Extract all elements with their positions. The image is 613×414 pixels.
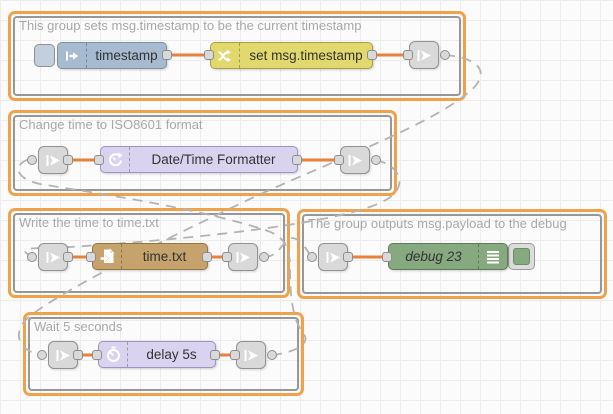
link-out-port[interactable] xyxy=(440,50,450,60)
file-write-node[interactable]: time.txt xyxy=(92,243,208,270)
output-port[interactable] xyxy=(73,350,83,360)
link-out-port[interactable] xyxy=(259,252,269,262)
node-label: debug 23 xyxy=(405,249,462,264)
group-inner-border xyxy=(13,115,392,191)
change-node[interactable]: set msg.timestamp xyxy=(210,42,373,69)
link-out-port[interactable] xyxy=(371,155,381,165)
link-wire[interactable] xyxy=(263,237,313,258)
debug-toggle-inner xyxy=(513,248,530,265)
link-in-port[interactable] xyxy=(307,252,317,262)
group-title: Write the time to time.txt xyxy=(19,215,159,230)
group-inner-border xyxy=(302,214,602,294)
node-label: set msg.timestamp xyxy=(249,48,363,63)
group-title: This group sets msg.timestamp to be the … xyxy=(19,18,362,33)
input-port[interactable] xyxy=(94,155,104,165)
link-arrow-icon xyxy=(236,251,250,263)
link-out-node[interactable] xyxy=(340,146,370,174)
input-port[interactable] xyxy=(230,350,240,360)
group-debug-output[interactable]: The group outputs msg.payload to the deb… xyxy=(297,209,607,299)
input-port[interactable] xyxy=(204,50,214,60)
group-inner-border xyxy=(13,213,285,293)
file-out-icon xyxy=(93,244,122,269)
link-out-node[interactable] xyxy=(409,41,439,69)
link-in-port[interactable] xyxy=(27,155,37,165)
input-port[interactable] xyxy=(334,155,344,165)
link-arrow-icon xyxy=(46,154,60,166)
output-port[interactable] xyxy=(210,350,220,360)
datetime-formatter-node[interactable]: Date/Time Formatter xyxy=(100,146,298,173)
shuffle-icon xyxy=(211,43,240,68)
link-in-port[interactable] xyxy=(27,252,37,262)
timer-icon xyxy=(99,342,128,367)
link-in-port[interactable] xyxy=(37,350,47,360)
group-title: The group outputs msg.payload to the deb… xyxy=(308,216,567,231)
node-label: delay 5s xyxy=(146,347,197,362)
group-set-timestamp[interactable]: This group sets msg.timestamp to be the … xyxy=(8,11,466,101)
group-inner-border xyxy=(13,16,461,96)
group-title: Change time to ISO8601 format xyxy=(19,117,203,132)
output-port[interactable] xyxy=(63,252,73,262)
input-port[interactable] xyxy=(222,252,232,262)
group-wait[interactable]: Wait 5 seconds xyxy=(23,312,304,396)
clock-icon xyxy=(101,147,130,172)
delay-node[interactable]: delay 5s xyxy=(98,341,216,368)
debug-toggle-button[interactable] xyxy=(508,243,535,270)
group-iso-format[interactable]: Change time to ISO8601 format xyxy=(8,110,397,196)
input-port[interactable] xyxy=(403,50,413,60)
link-wire[interactable] xyxy=(17,54,482,356)
output-port[interactable] xyxy=(63,155,73,165)
inject-trigger-button[interactable] xyxy=(34,44,55,67)
debug-node[interactable]: debug 23 xyxy=(388,243,508,270)
link-arrow-icon xyxy=(46,251,60,263)
node-label: time.txt xyxy=(142,249,187,264)
link-out-node[interactable] xyxy=(228,243,258,271)
output-port[interactable] xyxy=(343,252,353,262)
link-arrow-icon xyxy=(56,349,70,361)
output-port[interactable] xyxy=(292,155,302,165)
input-port[interactable] xyxy=(86,252,96,262)
link-arrow-icon xyxy=(417,49,431,61)
output-port[interactable] xyxy=(202,252,212,262)
link-out-node[interactable] xyxy=(236,341,266,369)
inject-node[interactable]: timestamp xyxy=(57,42,167,69)
node-label: timestamp xyxy=(95,48,158,63)
group-title: Wait 5 seconds xyxy=(34,319,123,334)
input-port[interactable] xyxy=(382,252,392,262)
inject-arrow-icon xyxy=(58,43,87,68)
link-arrow-icon xyxy=(348,154,362,166)
output-port[interactable] xyxy=(367,50,377,60)
link-wire[interactable] xyxy=(17,157,307,356)
input-port[interactable] xyxy=(92,350,102,360)
link-arrow-icon xyxy=(326,251,340,263)
list-icon xyxy=(478,244,507,269)
link-out-port[interactable] xyxy=(267,350,277,360)
group-inner-border xyxy=(28,317,299,391)
output-port[interactable] xyxy=(162,50,172,60)
link-arrow-icon xyxy=(244,349,258,361)
node-label: Date/Time Formatter xyxy=(151,152,276,167)
group-write-file[interactable]: Write the time to time.txt xyxy=(8,208,290,298)
link-wire[interactable] xyxy=(24,159,401,258)
